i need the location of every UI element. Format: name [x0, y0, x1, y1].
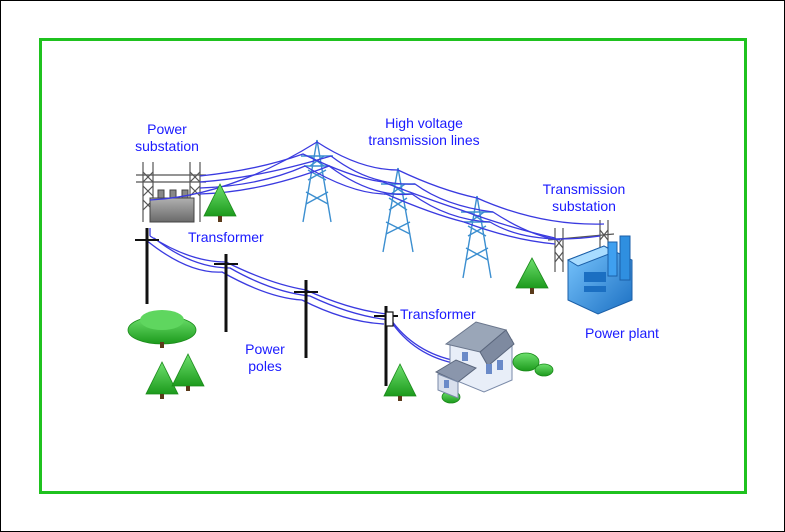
tree-icon — [515, 257, 549, 294]
label-high-voltage-lines: High voltage transmission lines — [352, 115, 496, 149]
power-pole-icon — [214, 254, 238, 332]
power-plant-icon — [566, 235, 633, 315]
label-power-plant: Power plant — [585, 325, 659, 341]
tree-icon — [203, 183, 237, 222]
power-pole-icon — [374, 306, 398, 386]
label-transformer-right: Transformer — [400, 306, 476, 322]
label-line: substation — [135, 138, 199, 154]
transmission-tower-icon — [301, 139, 333, 223]
power-pole-icon — [294, 280, 318, 358]
power-substation-icon — [136, 162, 206, 223]
label-transformer-left: Transformer — [188, 229, 264, 245]
distribution-wires — [145, 228, 459, 365]
label-line: High voltage — [385, 115, 463, 131]
label-line: substation — [552, 198, 616, 214]
transmission-tower-icon — [381, 167, 415, 253]
label-line: transmission lines — [368, 132, 480, 148]
tree-icon — [127, 310, 197, 348]
label-line: Transmission — [542, 181, 626, 197]
label-transmission-substation: Transmission substation — [530, 181, 638, 215]
label-line: Power — [245, 341, 285, 357]
label-power-poles: Power poles — [230, 341, 300, 375]
tree-icon — [383, 363, 417, 401]
label-line: Power — [147, 121, 187, 137]
diagram-border — [39, 38, 747, 494]
high-voltage-wires — [149, 141, 605, 245]
transmission-tower-icon — [461, 195, 493, 279]
tree-icon — [171, 353, 205, 391]
label-line: poles — [248, 358, 282, 374]
tree-icon — [145, 361, 179, 399]
label-power-substation: Power substation — [124, 121, 210, 155]
power-pole-icon — [135, 228, 159, 304]
house-icon — [434, 321, 515, 399]
